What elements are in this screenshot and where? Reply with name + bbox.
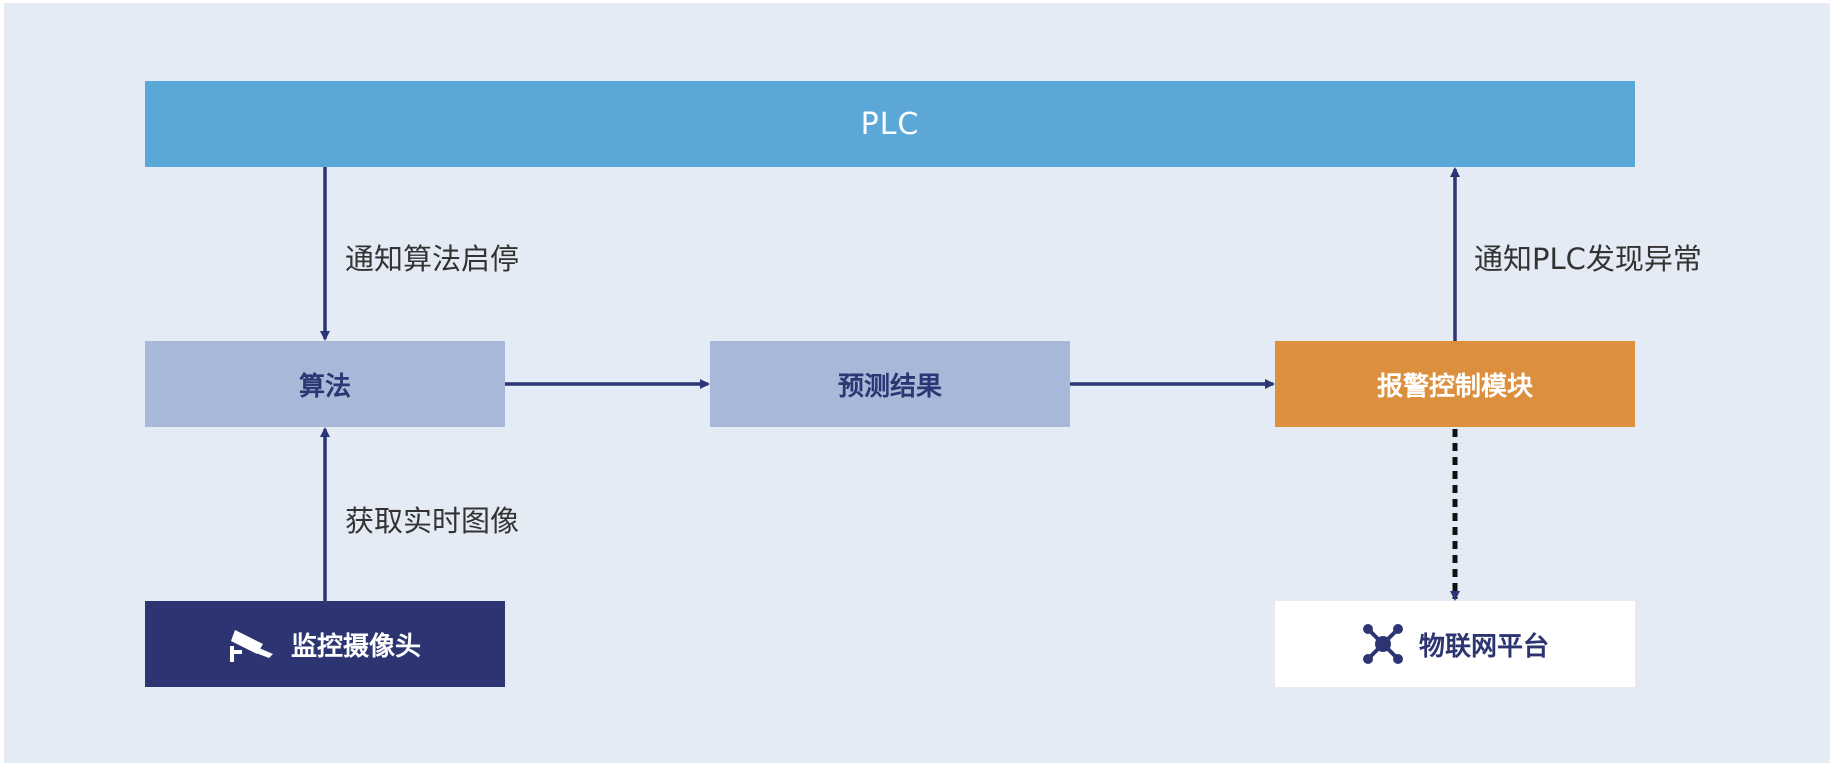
network-hub-icon bbox=[1361, 623, 1405, 665]
plc-label: PLC bbox=[860, 106, 920, 142]
plc-node: PLC bbox=[145, 81, 1635, 167]
iot-platform-node: 物联网平台 bbox=[1275, 601, 1635, 687]
algorithm-node: 算法 bbox=[145, 341, 505, 427]
edge-label-capture-image: 获取实时图像 bbox=[345, 504, 520, 538]
camera-node: 监控摄像头 bbox=[145, 601, 505, 687]
camera-label: 监控摄像头 bbox=[290, 631, 421, 662]
alarm-module-node: 报警控制模块 bbox=[1275, 341, 1635, 427]
prediction-label: 预测结果 bbox=[837, 371, 942, 402]
iot-platform-label: 物联网平台 bbox=[1418, 631, 1549, 662]
alarm-module-label: 报警控制模块 bbox=[1376, 371, 1533, 402]
edge-label-notify-plc: 通知PLC发现异常 bbox=[1474, 242, 1702, 276]
algorithm-label: 算法 bbox=[298, 371, 351, 402]
security-camera-icon bbox=[229, 624, 275, 664]
prediction-node: 预测结果 bbox=[710, 341, 1070, 427]
edge-label-notify-algorithm: 通知算法启停 bbox=[345, 242, 520, 276]
